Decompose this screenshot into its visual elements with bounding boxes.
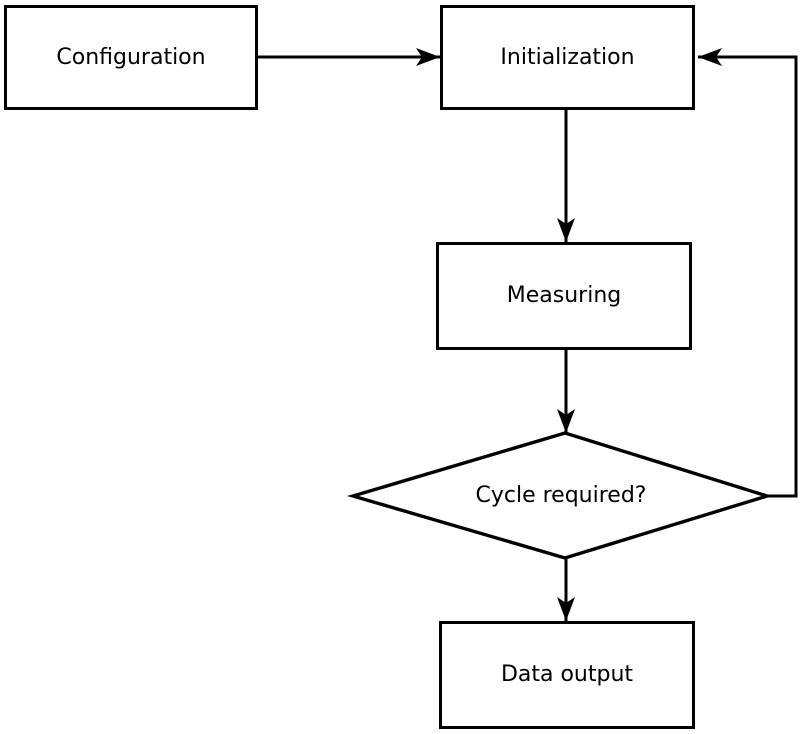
- flowchart-node-configuration: Configuration: [4, 5, 258, 110]
- edge-cycle-required-loop-to-initialization: [698, 48, 798, 498]
- node-label-measuring: Measuring: [506, 283, 622, 308]
- flowchart-node-measuring: Measuring: [436, 242, 692, 350]
- node-label-initialization: Initialization: [500, 44, 635, 70]
- decision-diamond-shape: [346, 431, 773, 560]
- flowchart-node-data-output: Data output: [439, 621, 695, 729]
- node-label-configuration: Configuration: [56, 44, 206, 70]
- flowchart-node-initialization: Initialization: [440, 5, 695, 110]
- node-label-data-output: Data output: [500, 662, 634, 687]
